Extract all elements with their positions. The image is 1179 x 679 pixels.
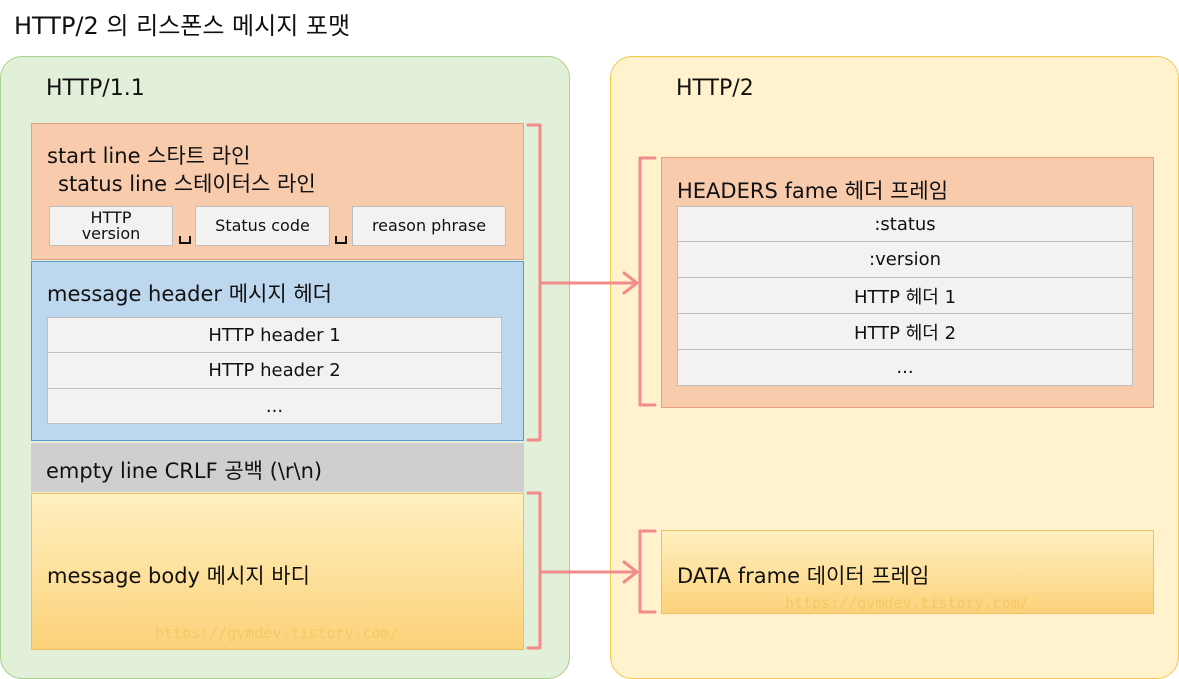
reason-phrase-field: reason phrase xyxy=(352,206,506,246)
headers-frame-box: HEADERS fame 헤더 프레임 :status :version HTT… xyxy=(661,157,1154,408)
message-body-box: message body 메시지 바디 https://gymdev.tisto… xyxy=(31,493,524,650)
header-row: ... xyxy=(47,388,502,424)
data-frame-title: DATA frame 데이터 프레임 xyxy=(677,564,930,588)
http-version-field: HTTP version xyxy=(49,206,173,246)
headers-frame-title: HEADERS fame 헤더 프레임 xyxy=(677,179,949,203)
watermark: https://gymdev.tistory.com/ xyxy=(785,594,1029,612)
diagram-title: HTTP/2 의 리스폰스 메시지 포맷 xyxy=(14,12,351,40)
space-icon xyxy=(335,236,347,244)
http2-label: HTTP/2 xyxy=(676,76,754,101)
message-header-box: message header 메시지 헤더 HTTP header 1 HTTP… xyxy=(31,261,524,441)
headers-frame-row: ... xyxy=(677,349,1133,386)
start-line-box: start line 스타트 라인 status line 스테이터스 라인 H… xyxy=(31,123,524,260)
headers-frame-row: :status xyxy=(677,206,1133,242)
watermark: https://gymdev.tistory.com/ xyxy=(155,624,399,642)
headers-frame-row: HTTP 헤더 1 xyxy=(677,277,1133,314)
message-body-label: message body 메시지 바디 xyxy=(47,564,310,588)
message-header-title: message header 메시지 헤더 xyxy=(47,282,332,306)
space-icon xyxy=(179,236,191,244)
empty-line-label: empty line CRLF 공백 (\r\n) xyxy=(46,459,323,483)
headers-frame-row: HTTP 헤더 2 xyxy=(677,313,1133,350)
header-row: HTTP header 2 xyxy=(47,352,502,389)
status-code-field: Status code xyxy=(195,206,330,246)
http11-label: HTTP/1.1 xyxy=(46,76,145,101)
empty-line-box: empty line CRLF 공백 (\r\n) xyxy=(31,443,524,492)
headers-frame-row: :version xyxy=(677,241,1133,278)
header-row: HTTP header 1 xyxy=(47,317,502,353)
data-frame-box: DATA frame 데이터 프레임 https://gymdev.tistor… xyxy=(661,530,1154,614)
start-line-title: start line 스타트 라인 xyxy=(47,144,251,168)
status-line-title: status line 스테이터스 라인 xyxy=(58,172,316,196)
